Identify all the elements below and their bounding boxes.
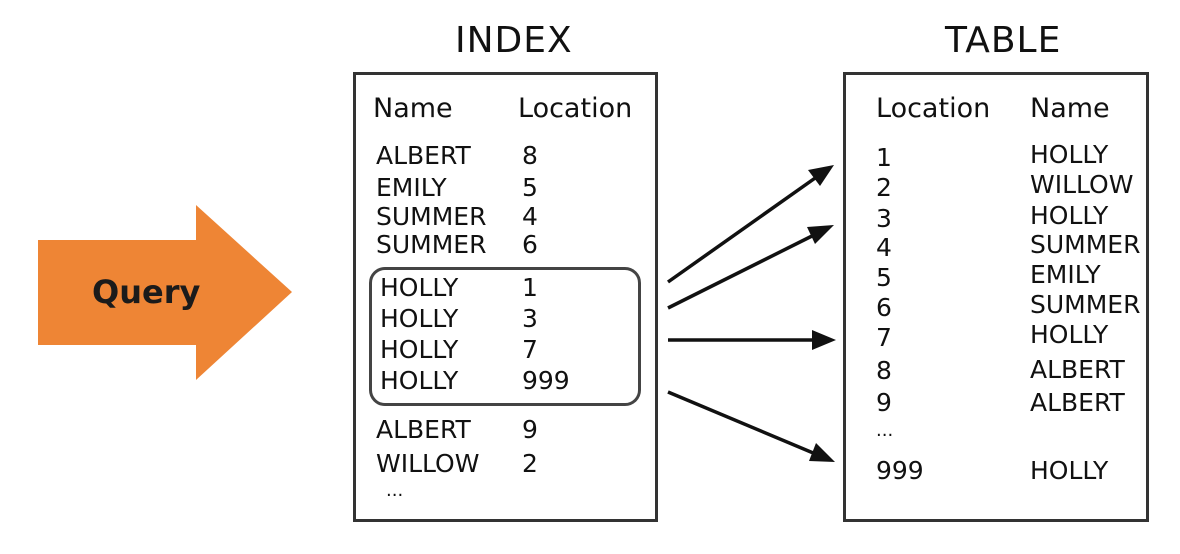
index-row-location: 2	[522, 449, 538, 478]
index-row-name: SUMMER	[376, 230, 487, 259]
table-row-location: 4	[876, 233, 892, 262]
index-row-name: HOLLY	[380, 304, 459, 333]
index-row-location: 7	[522, 335, 538, 364]
index-row-name: ALBERT	[376, 415, 471, 444]
table-row-name: ALBERT	[1030, 355, 1125, 384]
index-row-location: 6	[522, 230, 538, 259]
index-row-name: HOLLY	[380, 273, 459, 302]
table-header-location: Location	[876, 93, 991, 124]
query-label: Query	[92, 273, 201, 311]
table-row-location: 7	[876, 323, 892, 352]
index-box	[353, 72, 658, 522]
index-row-location: 3	[522, 304, 538, 333]
table-row-name: HOLLY	[1030, 201, 1109, 230]
table-row-name: HOLLY	[1030, 140, 1109, 169]
table-row-name: SUMMER	[1030, 290, 1141, 319]
index-row-location: 9	[522, 415, 538, 444]
table-box	[843, 72, 1149, 522]
table-row-name: SUMMER	[1030, 230, 1141, 259]
table-title: TABLE	[945, 20, 1062, 61]
arrowhead-3	[807, 225, 834, 244]
arrow-holly-3	[667, 231, 819, 310]
index-ellipsis: ...	[386, 480, 404, 501]
index-row-name: EMILY	[376, 173, 447, 202]
table-row-name: ALBERT	[1030, 388, 1125, 417]
table-row-name: EMILY	[1030, 260, 1101, 289]
index-row-name: WILLOW	[376, 449, 480, 478]
table-row-location: 9	[876, 388, 892, 417]
arrow-holly-999	[667, 390, 819, 457]
arrowhead-7	[812, 330, 836, 350]
index-row-location: 1	[522, 273, 538, 302]
arrowhead-999	[809, 443, 835, 462]
query-arrow-shape	[38, 205, 292, 380]
index-header-name: Name	[373, 93, 453, 124]
table-row-location: 8	[876, 356, 892, 385]
table-row-name: HOLLY	[1030, 320, 1109, 349]
table-ellipsis: ...	[876, 420, 894, 441]
index-row-location: 5	[522, 173, 538, 202]
table-row-location: 2	[876, 173, 892, 202]
index-row-name: HOLLY	[380, 366, 459, 395]
index-row-name: HOLLY	[380, 335, 459, 364]
index-row-location: 4	[522, 202, 538, 231]
index-row-location: 8	[522, 141, 538, 170]
index-header-location: Location	[518, 93, 633, 124]
table-row-location: 999	[876, 456, 924, 485]
arrow-holly-1	[666, 174, 820, 284]
index-row-name: SUMMER	[376, 202, 487, 231]
arrowhead-1	[808, 165, 834, 186]
index-title: INDEX	[455, 20, 573, 61]
table-header-name: Name	[1030, 93, 1110, 124]
table-row-name: WILLOW	[1030, 170, 1134, 199]
index-row-location: 999	[522, 366, 570, 395]
table-row-location: 1	[876, 143, 892, 172]
table-row-location: 3	[876, 204, 892, 233]
table-row-location: 5	[876, 263, 892, 292]
table-row-name: HOLLY	[1030, 456, 1109, 485]
table-row-location: 6	[876, 293, 892, 322]
index-row-name: ALBERT	[376, 141, 471, 170]
holly-highlight-box	[369, 267, 641, 406]
